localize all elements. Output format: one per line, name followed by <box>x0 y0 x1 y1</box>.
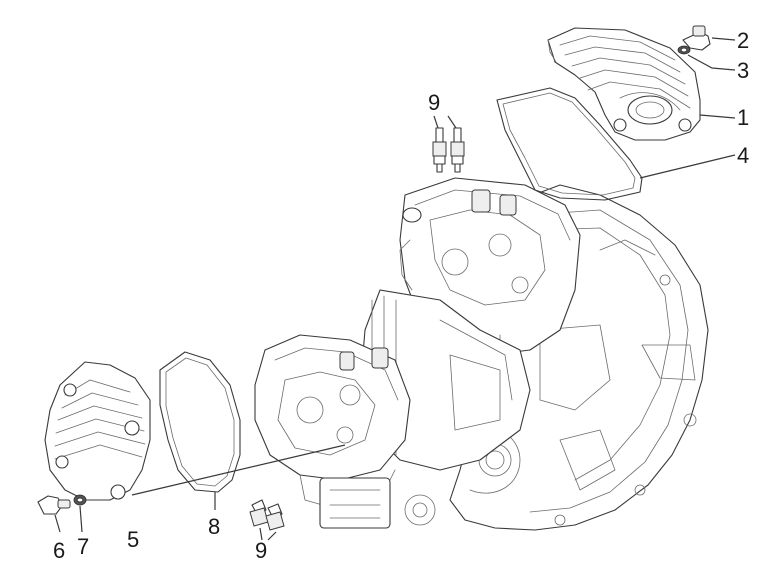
callout-7: 7 <box>77 534 90 559</box>
callout-1: 1 <box>737 105 750 130</box>
leader-lines <box>54 37 736 541</box>
leader-9-lower <box>259 527 277 541</box>
bolt-and-washer-lower <box>37 494 87 515</box>
front-cylinder-head <box>254 334 436 529</box>
callout-4: 4 <box>737 143 750 168</box>
leader-6 <box>54 514 61 533</box>
valve-cover-gasket-upper <box>496 87 643 201</box>
valve-cover-gasket-lower <box>159 351 241 493</box>
leader-1 <box>699 114 736 119</box>
spark-plugs-upper <box>432 127 465 173</box>
leader-4 <box>639 154 736 179</box>
callout-2: 2 <box>737 28 750 53</box>
leader-3 <box>687 54 736 71</box>
callout-9-lower: 9 <box>255 538 268 563</box>
leader-5 <box>131 444 346 496</box>
spark-plugs-lower <box>249 499 285 531</box>
callout-6: 6 <box>53 538 66 563</box>
leader-9-upper <box>433 115 457 129</box>
callout-3: 3 <box>737 58 750 83</box>
valve-cover-lower <box>44 361 151 501</box>
valve-cover-upper <box>547 27 701 141</box>
callout-5: 5 <box>127 527 140 552</box>
leader-7 <box>79 505 83 533</box>
callout-9-upper: 9 <box>428 90 441 115</box>
bolt-and-washer-upper <box>677 25 711 55</box>
leader-2 <box>711 37 736 41</box>
callout-8: 8 <box>208 514 221 539</box>
